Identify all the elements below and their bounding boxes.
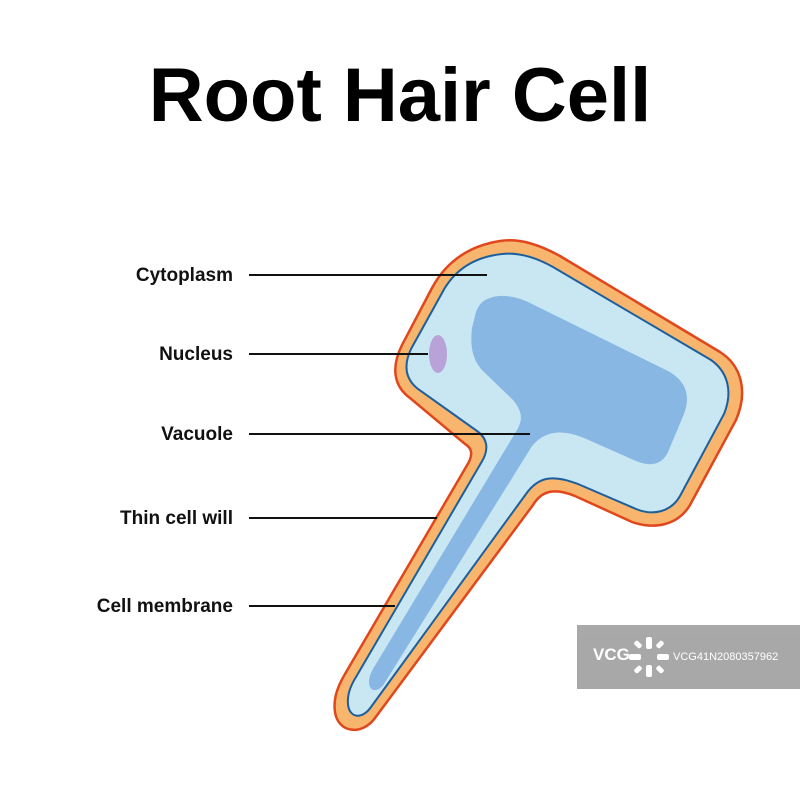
label-cell-membrane: Cell membrane bbox=[97, 596, 233, 617]
label-vacuole: Vacuole bbox=[161, 424, 233, 445]
watermark-logo: VCG bbox=[593, 645, 630, 664]
nucleus-shape bbox=[429, 335, 447, 373]
watermark: VCG VCG41N2080357962 bbox=[577, 625, 800, 689]
label-cell-wall: Thin cell will bbox=[120, 508, 233, 529]
watermark-id: VCG41N2080357962 bbox=[673, 651, 779, 663]
label-nucleus: Nucleus bbox=[159, 344, 233, 365]
vacuole-shape bbox=[369, 295, 687, 691]
watermark-star-icon bbox=[629, 637, 669, 677]
label-cytoplasm: Cytoplasm bbox=[136, 265, 233, 286]
diagram-title: Root Hair Cell bbox=[148, 53, 652, 138]
